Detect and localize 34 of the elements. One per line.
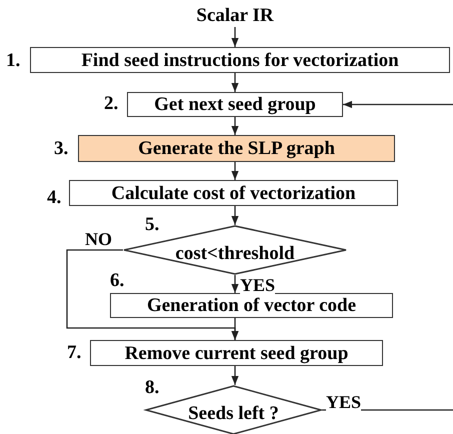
- step-number: 1.: [6, 51, 20, 70]
- step-text: Calculate cost of vectorization: [111, 184, 356, 202]
- condition-text: Seeds left ?: [188, 404, 279, 422]
- step-number: 4.: [47, 188, 62, 207]
- step-text: Generate the SLP graph: [138, 139, 335, 158]
- process-box: [110, 293, 393, 318]
- step-number: 6.: [110, 271, 124, 290]
- edge-label: NO: [85, 230, 112, 248]
- condition-text: cost<threshold: [175, 244, 295, 262]
- arrow: [231, 275, 239, 293]
- process-box: [30, 47, 450, 73]
- arrow: [231, 27, 239, 47]
- step-number: 8.: [145, 378, 160, 397]
- process-box: [78, 135, 395, 162]
- arrow: [231, 366, 239, 385]
- step-text: Find seed instructions for vectorization: [81, 50, 399, 70]
- step-number: 2.: [104, 94, 118, 113]
- step-number: 7.: [67, 343, 82, 362]
- arrow: [231, 73, 239, 92]
- step-text: Remove current seed group: [124, 344, 348, 362]
- arrow: [231, 206, 239, 225]
- step-number: 5.: [145, 215, 160, 234]
- arrow: [231, 117, 239, 135]
- arrow: [231, 318, 239, 340]
- process-box: [69, 180, 398, 206]
- input-label: Scalar IR: [196, 6, 274, 24]
- edge-label: YES: [326, 393, 362, 411]
- step-number: 3.: [54, 139, 68, 158]
- process-box: [90, 340, 383, 366]
- edge-label: YES: [240, 276, 276, 294]
- step-text: Get next seed group: [154, 95, 316, 114]
- process-box: [127, 92, 343, 117]
- arrow: [231, 162, 239, 180]
- step-text: Generation of vector code: [146, 296, 356, 315]
